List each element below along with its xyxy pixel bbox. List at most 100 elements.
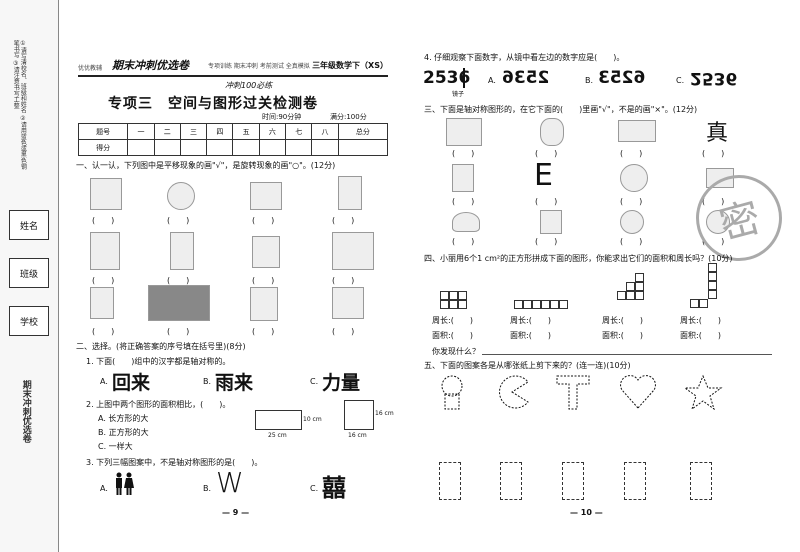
keyhole-shape[interactable] <box>432 374 472 413</box>
windmill-image <box>338 176 362 210</box>
name-field[interactable]: 姓名 <box>9 210 49 240</box>
answer-paren[interactable]: ( ) <box>702 237 725 246</box>
answer-paren[interactable]: ( ) <box>332 276 355 285</box>
mirror-option-b[interactable]: 6253 <box>598 68 646 88</box>
q2-option-b[interactable]: B. 正方形的大 <box>98 428 149 437</box>
answer-paren[interactable]: ( ) <box>332 327 355 336</box>
answer-paren[interactable]: ( ) <box>620 149 643 158</box>
brand-sub: 专项训练 期末冲刺 考前测试 全真模拟 <box>208 63 310 70</box>
answer-line[interactable] <box>482 354 772 355</box>
score-cell[interactable] <box>179 139 208 156</box>
question-2: 2. 上图中两个图形的面积相比，( )。 <box>86 400 231 409</box>
answer-paren[interactable]: ( ) <box>332 216 355 225</box>
screwdriver-image <box>90 232 120 270</box>
letter-e: E <box>534 158 553 193</box>
jar-image <box>452 164 474 192</box>
score-cell[interactable] <box>127 139 155 156</box>
answer-paren[interactable]: ( ) <box>452 197 475 206</box>
question-1: 1. 下面( )组中的汉字都是轴对称的。 <box>86 357 231 366</box>
score-cell[interactable] <box>285 139 313 156</box>
answer-paren[interactable]: ( ) <box>535 237 558 246</box>
option-letter: A. <box>488 76 496 85</box>
option-letter: A. <box>100 377 108 386</box>
q1-option-c[interactable]: 力量 <box>322 372 361 394</box>
answer-paren[interactable]: ( ) <box>620 197 643 206</box>
rect-height-label: 10 cm <box>303 416 322 423</box>
slogan: 冲刺100必练 <box>225 81 273 90</box>
answer-paren[interactable]: ( ) <box>620 237 643 246</box>
score-cell[interactable] <box>311 139 339 156</box>
area-answer[interactable]: 面积:( ) <box>510 331 551 340</box>
score-header: 五 <box>232 123 260 140</box>
school-field[interactable]: 学校 <box>9 306 49 336</box>
rectangle-figure <box>255 410 302 430</box>
answer-paren[interactable]: ( ) <box>92 327 115 336</box>
escalator-image <box>148 285 210 321</box>
answer-paren[interactable]: ( ) <box>167 216 190 225</box>
answer-paren[interactable]: ( ) <box>535 149 558 158</box>
answer-paren[interactable]: ( ) <box>452 237 475 246</box>
hat-image <box>452 212 480 232</box>
q2-option-c[interactable]: C. 一样大 <box>98 442 133 451</box>
score-cell[interactable] <box>337 139 389 156</box>
q2-option-a[interactable]: A. 长方形的大 <box>98 414 149 423</box>
faucet-image <box>252 236 280 268</box>
folded-paper-star[interactable] <box>439 462 461 500</box>
answer-paren[interactable]: ( ) <box>167 276 190 285</box>
perimeter-answer[interactable]: 周长:( ) <box>680 316 721 325</box>
folded-paper-pacman[interactable] <box>624 462 646 500</box>
perimeter-answer[interactable]: 周长:( ) <box>602 316 643 325</box>
option-letter: B. <box>203 377 212 386</box>
answer-paren[interactable]: ( ) <box>167 327 190 336</box>
score-cell[interactable] <box>258 139 287 156</box>
rect-width-label: 25 cm <box>268 432 287 439</box>
q3-option-xi[interactable]: 囍 <box>322 474 346 502</box>
number-2536: 2536 <box>423 68 471 88</box>
part5-title: 五、下面的图案各是从哪张纸上剪下来的？(连一连)(10分) <box>424 361 631 370</box>
answer-paren[interactable]: ( ) <box>92 276 115 285</box>
t-shape[interactable] <box>553 374 593 413</box>
answer-paren[interactable]: ( ) <box>252 276 275 285</box>
page-title: 专项三 空间与图形过关检测卷 <box>108 96 318 112</box>
area-answer[interactable]: 面积:( ) <box>602 331 643 340</box>
answer-paren[interactable]: ( ) <box>252 216 275 225</box>
answer-paren[interactable]: ( ) <box>702 149 725 158</box>
brand-title: 期末冲刺优选卷 <box>112 59 189 72</box>
star-shape[interactable] <box>683 374 723 413</box>
q1-option-a[interactable]: 回来 <box>112 372 151 394</box>
brand-logo: 优优教辅 <box>78 65 103 72</box>
score-row-label: 得分 <box>77 139 129 156</box>
score-cell[interactable] <box>206 139 234 156</box>
folded-paper-t[interactable] <box>690 462 712 500</box>
score-cell[interactable] <box>232 139 260 156</box>
mirror-option-a[interactable]: 2536 <box>502 68 550 88</box>
answer-paren[interactable]: ( ) <box>92 216 115 225</box>
answer-paren[interactable]: ( ) <box>535 197 558 206</box>
restroom-icon[interactable] <box>113 472 135 496</box>
table-row: 得分 <box>77 139 389 156</box>
option-letter: C. <box>310 377 319 386</box>
answer-paren[interactable]: ( ) <box>452 149 475 158</box>
heart-shape[interactable] <box>618 374 658 413</box>
mirror-option-c[interactable]: 2536 <box>690 68 738 88</box>
answer-paren[interactable]: ( ) <box>252 327 275 336</box>
pacman-shape[interactable] <box>492 374 532 413</box>
airplane-image <box>618 120 656 142</box>
folded-paper-heart[interactable] <box>562 462 584 500</box>
area-answer[interactable]: 面积:( ) <box>432 331 473 340</box>
q3-option-w[interactable]: W <box>216 466 244 499</box>
answer-paren[interactable]: ( ) <box>702 197 725 206</box>
score-header: 二 <box>153 123 181 140</box>
perimeter-answer[interactable]: 周长:( ) <box>510 316 551 325</box>
bottle-cap-image <box>170 232 194 270</box>
q1-option-b[interactable]: 雨来 <box>215 372 254 394</box>
perimeter-answer[interactable]: 周长:( ) <box>432 316 473 325</box>
bucket-image <box>540 210 562 234</box>
area-answer[interactable]: 面积:( ) <box>680 331 721 340</box>
score-cell[interactable] <box>153 139 181 156</box>
folded-paper-keyhole[interactable] <box>500 462 522 500</box>
class-field[interactable]: 班级 <box>9 258 49 288</box>
option-letter: B. <box>203 484 212 493</box>
character-zhen: 真 <box>706 121 729 146</box>
window-image <box>90 178 122 210</box>
